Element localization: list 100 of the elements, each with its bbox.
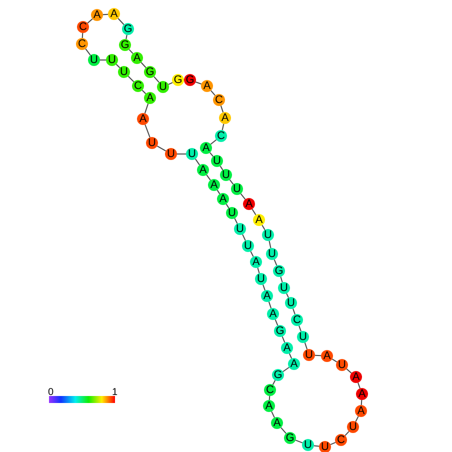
backbone-line <box>295 440 303 444</box>
nucleotide-circle: A <box>201 80 213 92</box>
backbone-line <box>142 90 146 94</box>
nucleotide-circle: U <box>255 273 267 285</box>
backbone-line <box>252 208 256 216</box>
nucleotide-circle: A <box>281 342 293 354</box>
nucleotide-circle: A <box>131 52 143 64</box>
backbone-line <box>298 325 302 332</box>
nucleotide-circle: A <box>219 112 231 124</box>
backbone-line <box>358 382 360 389</box>
backbone-line <box>330 442 336 446</box>
nucleotide-circle: C <box>291 314 303 326</box>
backbone-line <box>314 354 322 356</box>
backbone-line <box>268 240 272 249</box>
backbone-line <box>288 353 292 359</box>
backbone-line <box>195 82 202 84</box>
nucleotide-circle: C <box>132 80 144 92</box>
nucleotide-circle: G <box>284 432 296 444</box>
backbone-line <box>153 76 160 83</box>
backbone-line <box>209 152 214 157</box>
backbone-line <box>240 193 246 200</box>
nucleotide-circle: C <box>264 384 276 396</box>
nucleotide-circle: A <box>200 142 212 154</box>
backbone-line <box>268 301 272 309</box>
nucleotide-circle: G <box>119 39 131 51</box>
backbone-line <box>118 18 124 26</box>
nucleotide-circle: U <box>146 137 158 149</box>
backbone-line <box>116 64 120 68</box>
backbone-line <box>229 179 234 185</box>
backbone-line <box>313 445 320 447</box>
backbone-line <box>282 366 290 372</box>
nucleotide-circle: A <box>91 9 103 21</box>
nucleotide-circle: A <box>197 164 209 176</box>
nucleotide-circle: U <box>262 229 274 241</box>
nucleotide-circle: A <box>108 8 120 20</box>
nucleotide-circle: C <box>335 434 347 446</box>
nucleotide-circle: G <box>144 66 156 78</box>
backbone-line <box>144 103 149 114</box>
nucleotide-circle: U <box>165 148 177 160</box>
nucleotide-circle: G <box>184 74 196 86</box>
nucleotide-circle: A <box>271 417 283 429</box>
nucleotide-circle: U <box>220 169 232 181</box>
nucleotide-circle: A <box>355 405 367 417</box>
nucleotide-circle: U <box>303 349 315 361</box>
nucleotide-circle: U <box>347 421 359 433</box>
nucleotide-circle: A <box>267 308 279 320</box>
nucleotide-circle: U <box>285 297 297 309</box>
scale-label: 0 <box>48 388 54 398</box>
nucleotide-circle: A <box>261 290 273 302</box>
nucleotide-circle: U <box>319 441 331 452</box>
nucleotide-circle: U <box>231 183 243 195</box>
nucleotide-circle: C <box>213 94 225 106</box>
backbone-line <box>140 62 146 68</box>
nucleotide-circle: U <box>266 248 278 260</box>
backbone-line <box>102 14 108 16</box>
backbone-line <box>344 430 350 436</box>
backbone-line <box>82 32 84 38</box>
nucleotide-circle: A <box>217 193 229 205</box>
backbone-line <box>220 105 224 113</box>
backbone-line <box>280 427 287 434</box>
nucleotide-circle: U <box>88 54 100 66</box>
nucleotide-circle: U <box>302 439 314 451</box>
nucleotide-circle: A <box>356 388 368 400</box>
nucleotide-circle: A <box>144 92 156 104</box>
nucleotide-circle: A <box>208 179 220 191</box>
nucleotide-circle: C <box>76 38 88 50</box>
backbone-line <box>128 48 134 54</box>
backbone-line <box>360 400 362 406</box>
backbone-line <box>216 190 220 194</box>
nucleotide-circle: C <box>215 130 227 142</box>
backbone-line <box>220 166 224 170</box>
backbone-line <box>262 284 266 291</box>
backbone-line <box>128 76 134 82</box>
nucleotide-circle: U <box>297 331 309 343</box>
nucleotide-circle: U <box>211 155 223 167</box>
nucleotide-circle: A <box>250 256 262 268</box>
backbone-line <box>292 308 296 315</box>
backbone-line <box>144 124 150 138</box>
nucleotide-circle: A <box>263 400 275 412</box>
backbone-line <box>268 396 270 400</box>
nucleotide-circle: U <box>186 148 198 160</box>
nucleotide-circle: G <box>122 23 134 35</box>
nucleotide-circle: U <box>226 207 238 219</box>
nucleotide-circle: U <box>118 66 130 78</box>
nucleotide-circle: A <box>243 198 255 210</box>
nucleotide-circle: G <box>272 369 284 381</box>
nucleotide-circle: G <box>274 325 286 337</box>
backbone-line <box>226 204 230 208</box>
backbone-line <box>304 342 308 350</box>
nucleotide-circle: G <box>172 74 184 86</box>
nucleotide-circle: U <box>234 223 246 235</box>
backbone-line <box>156 146 166 152</box>
nucleotide-circle: A <box>288 358 300 370</box>
nucleotide-circle: U <box>242 240 254 252</box>
nucleotide-circle: U <box>106 54 118 66</box>
nucleotide-circle: U <box>157 81 169 93</box>
nucleotide-circle: A <box>350 371 362 383</box>
scale-label: 1 <box>112 388 118 398</box>
backbone-line <box>85 48 91 56</box>
nucleotide-circle: U <box>336 359 348 371</box>
